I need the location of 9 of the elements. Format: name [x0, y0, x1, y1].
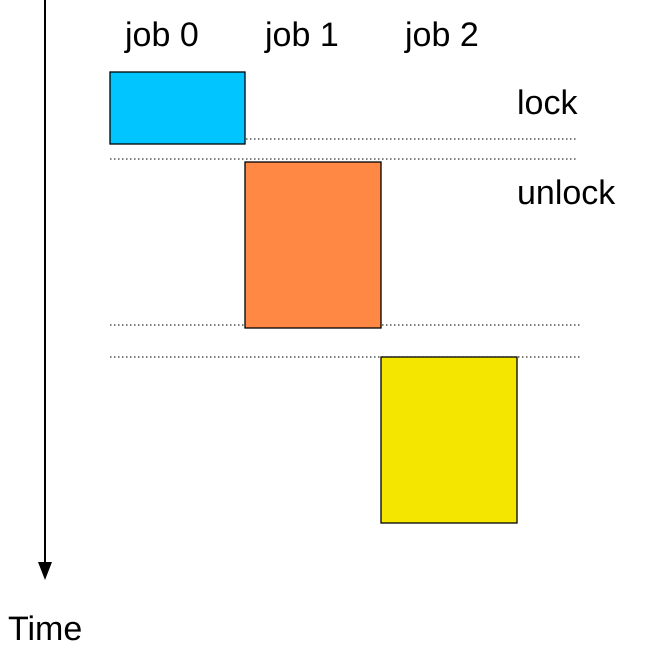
job-bar — [380, 356, 518, 524]
axis-label: Time — [8, 612, 82, 646]
job-bar — [244, 161, 382, 329]
event-label: unlock — [517, 176, 616, 210]
job-bar — [109, 71, 246, 145]
column-heading: job 2 — [405, 18, 479, 52]
column-heading: job 1 — [265, 18, 339, 52]
event-label: lock — [517, 86, 578, 120]
column-heading: job 0 — [125, 18, 199, 52]
